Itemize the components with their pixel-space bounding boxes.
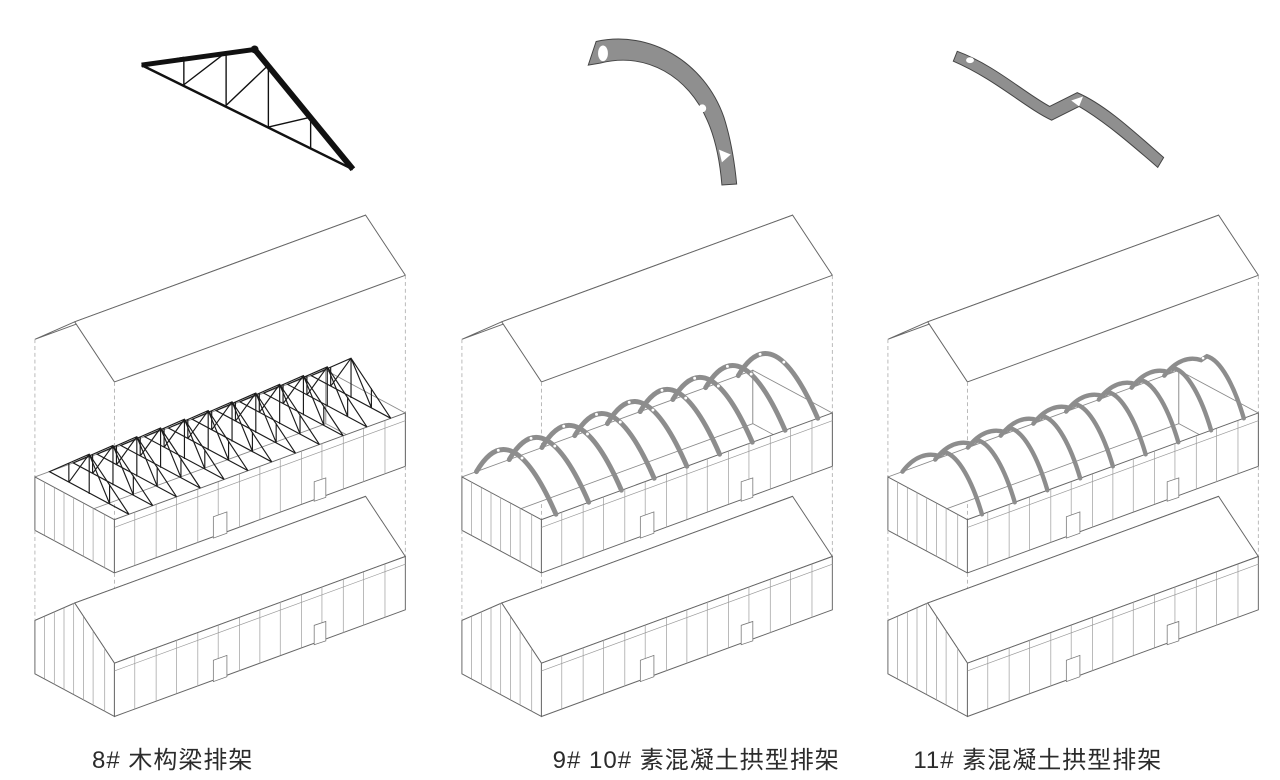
axon-svg-9-10: [461, 214, 833, 717]
figure-caption-9-10: 9# 10# 素混凝土拱型排架: [552, 747, 840, 774]
timber-truss-icon: [0, 14, 427, 186]
timber-truss-drawing: [141, 45, 356, 172]
figure-caption-11: 11# 素混凝土拱型排架: [913, 747, 1163, 774]
concrete-arch-icon: [427, 14, 854, 186]
concrete-gull-arch-drawing: [953, 50, 1165, 169]
concrete-arch-drawing: [587, 38, 737, 186]
exploded-axonometric-11: [853, 186, 1280, 734]
figure-caption-8: 8# 木构梁排架: [92, 747, 254, 774]
timber-truss-detail-svg: [141, 45, 356, 172]
figure-building-9-10: 9# 10# 素混凝土拱型排架: [427, 0, 854, 780]
exploded-axonometric-8: [0, 186, 427, 734]
axon-svg-11: [887, 214, 1260, 717]
figure-building-11: 11# 素混凝土拱型排架: [853, 0, 1280, 780]
axon-svg-8: [34, 214, 406, 717]
concrete-arch-detail-svg: [587, 38, 737, 186]
exploded-axonometric-9-10: [427, 186, 854, 734]
concrete-gull-arch-icon: [853, 14, 1280, 186]
concrete-gull-arch-detail-svg: [953, 50, 1165, 169]
floating-roof: [34, 214, 406, 383]
figure-building-8: 8# 木构梁排架: [0, 0, 427, 780]
